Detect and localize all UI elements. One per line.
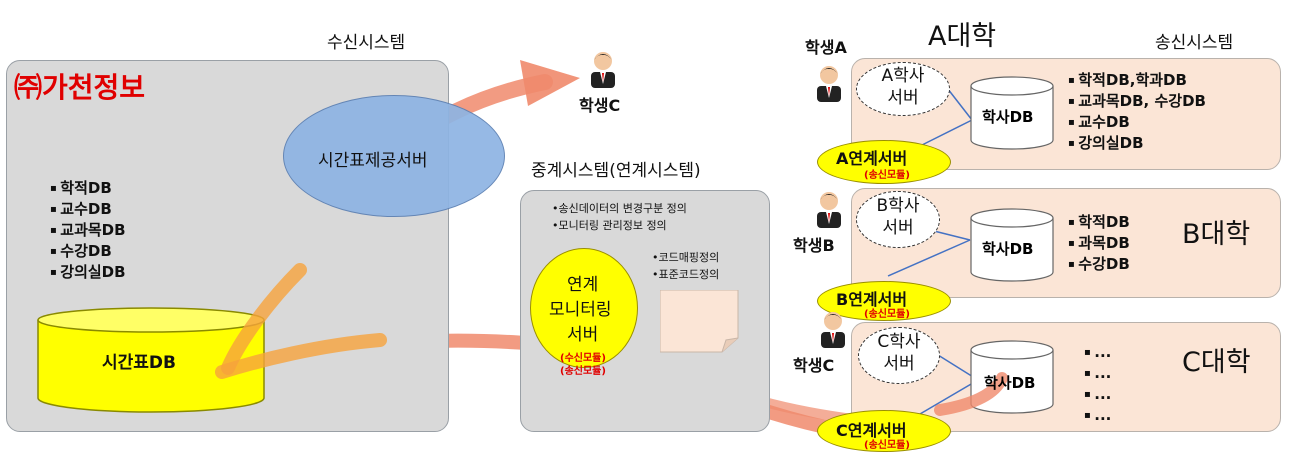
univ-a-link-server [817,140,951,184]
univ-c-academic-server: C학사 서버 [858,327,940,384]
student-c-univ-label: 학생C [793,356,835,375]
send-system-title: 송신시스템 [1155,33,1234,53]
company-db-item: 수강DB [50,241,126,262]
student-b-icon [817,192,841,228]
univ-b-send-module: (송신모듈) [864,309,910,320]
relay-system-title: 중계시스템(연계시스템) [531,161,701,181]
univ-a-server-line-1: A학사 [881,66,925,86]
company-db-list: 학적DB 교수DB 교과목DB 수강DB 강의실DB [50,178,126,283]
univ-c-db-item: ... [1084,342,1111,363]
monitoring-server-line-3: 서버 [567,325,599,345]
univ-a-link-server-label: A연계서버 [836,149,908,168]
relay-note-standard-code: •표준코드정의 [652,268,720,281]
univ-c-db-item: ... [1084,405,1111,426]
company-db-item: 교과목DB [50,220,125,241]
univ-a-academic-server: A학사 서버 [856,62,950,116]
univ-b-server-line-2: 서버 [882,218,914,238]
company-name: ㈜가천정보 [14,71,146,104]
monitoring-server-line-2: 모니터링 [549,300,612,320]
note-paper-icon [660,290,739,353]
univ-b-academic-server: B학사 서버 [856,191,940,248]
univ-b-db-item: 수강DB [1068,254,1130,275]
univ-a-server-line-2: 서버 [887,88,919,108]
univ-c-server-line-1: C학사 [877,332,921,352]
monitoring-server-line-1: 연계 [567,275,599,295]
relay-note-code-mapping: •코드매핑정의 [652,251,720,264]
company-db-item: 교수DB [50,199,126,220]
company-db-item: 학적DB [50,178,126,199]
univ-b-db-cylinder [970,208,1054,282]
relay-note-monitoring: •모니터링 관리정보 정의 [552,219,667,232]
monitoring-server [530,248,638,368]
timetable-server-label: 시간표제공서버 [318,151,428,171]
univ-c-link-server-label: C연계서버 [836,421,907,440]
univ-a-db-label: 학사DB [982,108,1034,126]
timetable-server [283,95,505,217]
univ-c-db-list: ... ... ... ... [1084,342,1111,426]
relay-note-change: •송신데이터의 변경구분 정의 [552,202,687,215]
univ-b-db-item: 학적DB [1068,212,1130,233]
monitoring-send-module: (송신모듈) [560,366,606,377]
univ-b-db-item: 과목DB [1068,233,1130,254]
univ-a-title: A대학 [928,21,997,52]
student-c-icon [821,312,845,348]
receive-system-title: 수신시스템 [327,33,406,53]
univ-b-title: B대학 [1182,219,1251,250]
univ-b-db-list: 학적DB 과목DB 수강DB [1068,212,1130,275]
univ-a-db-item: 교과목DB, 수강DB [1068,91,1206,112]
univ-a-db-cylinder [970,76,1054,150]
flow-arrowhead [520,60,580,106]
univ-b-server-line-1: B학사 [876,196,920,216]
univ-b-link-server-label: B연계서버 [836,290,908,309]
univ-a-db-list: 학적DB,학과DB 교과목DB, 수강DB 교수DB 강의실DB [1068,70,1206,154]
univ-a-send-module: (송신모듈) [864,170,910,181]
univ-c-db-item: ... [1084,384,1111,405]
student-a-label: 학생A [805,38,847,57]
student-c-top-icon [591,52,615,88]
student-b-label: 학생B [793,236,835,255]
student-a-icon [817,66,841,102]
univ-c-send-module: (송신모듈) [864,440,910,451]
univ-b-link-server [817,281,951,321]
univ-c-title: C대학 [1182,347,1251,378]
univ-a-db-item: 강의실DB [1068,133,1206,154]
univ-c-link-server [817,410,951,452]
univ-c-server-line-2: 서버 [883,354,915,374]
student-c-top-label: 학생C [579,96,621,115]
univ-a-db-item: 교수DB [1068,112,1206,133]
univ-b-connector [887,229,971,277]
univ-c-db-item: ... [1084,363,1111,384]
monitoring-recv-module: (수신모듈) [560,353,606,364]
univ-a-db-item: 학적DB,학과DB [1068,70,1206,91]
univ-c-db-label: 학사DB [984,374,1036,392]
univ-b-db-label: 학사DB [982,240,1034,258]
timetable-db-label: 시간표DB [102,353,176,373]
company-db-item: 강의실DB [50,262,125,283]
